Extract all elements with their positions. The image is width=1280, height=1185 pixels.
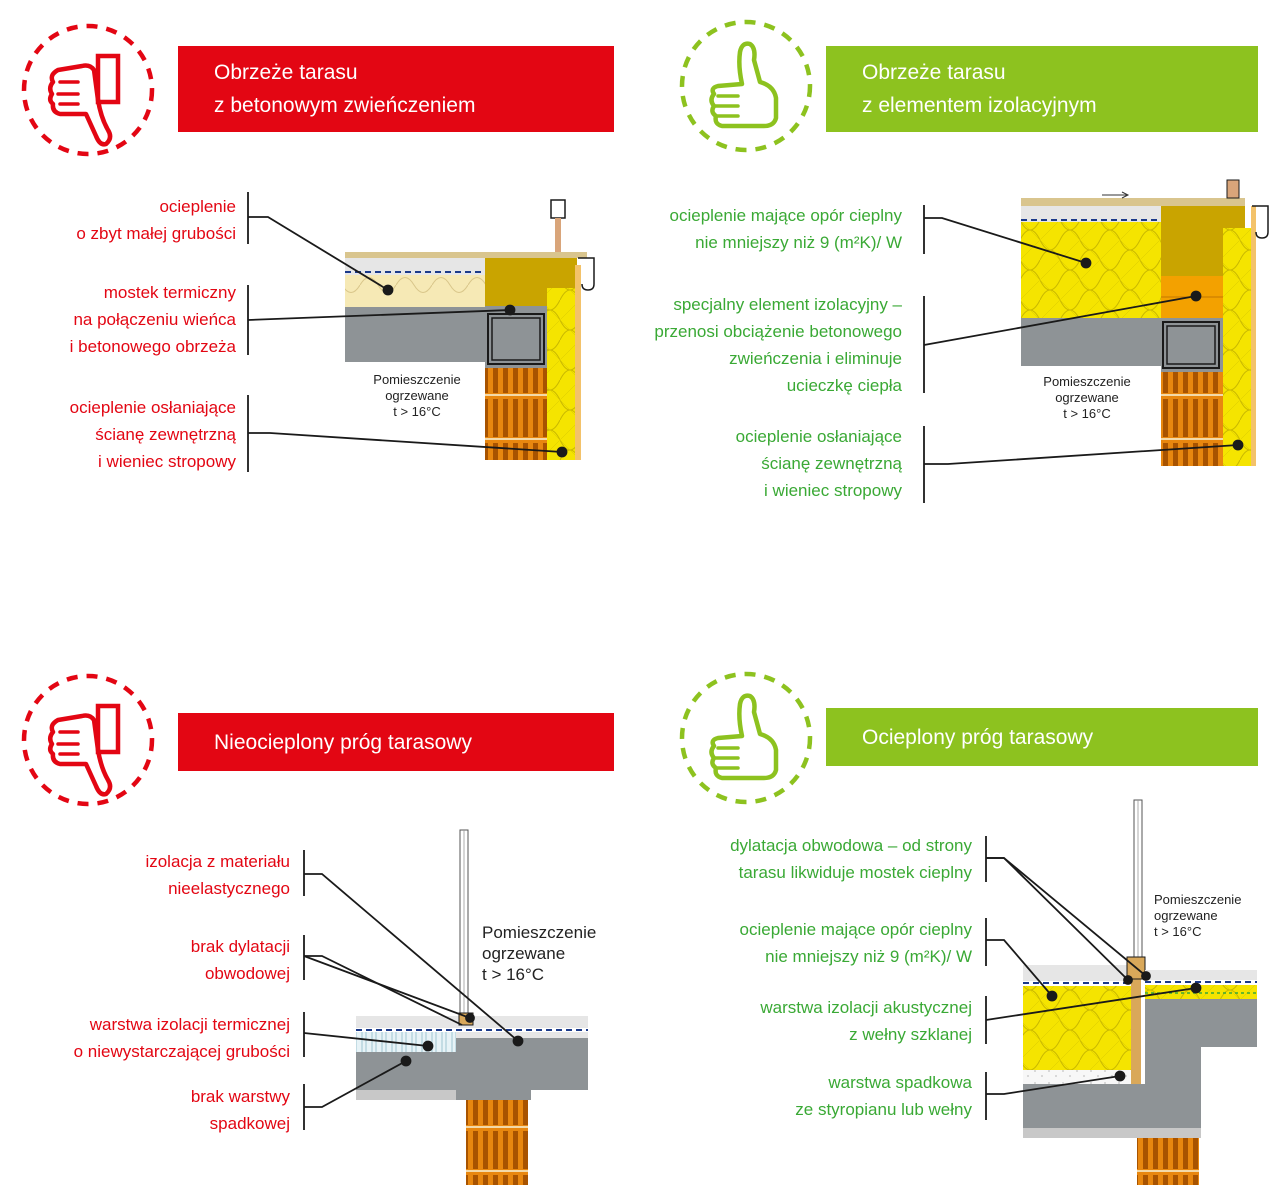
room-label: Pomieszczenie ogrzewane t > 16°C [482,922,596,985]
callout-line: nie mniejszy niż 9 (m²K)/ W [695,233,902,252]
callout-line: nieelastycznego [168,879,290,898]
callout-line: i wieniec stropowy [98,452,236,471]
room-label-line3: t > 16°C [482,965,545,984]
panel-title-banner: Ocieplony próg tarasowy [826,708,1258,766]
panel-title-line2: z elementem izolacyjnym [862,94,1097,117]
callout-insulation-too-thin: ocieplenie o zbyt małej grubości [76,193,236,247]
room-label-line2: ogrzewane [482,944,566,963]
callout-line: tarasu likwiduje mostek cieplny [738,863,972,882]
panel-concrete-edge-bad: Obrzeże tarasu z betonowym zwieńczeniem … [0,0,640,560]
room-label-line2: ogrzewane [1055,390,1119,405]
callout-line: spadkowej [209,1114,290,1133]
panel-title-line1: Nieocieplony próg tarasowy [214,730,472,754]
room-label-line2: ogrzewane [385,388,449,403]
callout-line: mostek termiczny [103,283,236,302]
leader-lines [303,850,524,1130]
callout-line: o niewystarczającej grubości [73,1042,290,1061]
panel-title-banner: Nieocieplony próg tarasowy [178,713,614,771]
room-label-line3: t > 16°C [1063,406,1111,421]
room-label-line1: Pomieszczenie [373,372,461,387]
callout-line: ścianę zewnętrzną [761,454,902,473]
callout-line: warstwa spadkowa [828,1073,972,1092]
callout-thermal-bridge: mostek termiczny na połączeniu wieńca i … [70,279,236,360]
room-label-line3: t > 16°C [393,404,441,419]
callout-line: ocieplenie mające opór cieplny [669,206,902,225]
callout-acoustic-wool-layer: warstwa izolacji akustycznej z wełny szk… [760,994,972,1048]
room-label-line1: Pomieszczenie [482,923,597,942]
callout-line: ucieczkę ciepła [786,376,902,395]
callout-perimeter-expansion: dylatacja obwodowa – od strony tarasu li… [730,832,972,886]
leader-lines [923,205,1244,503]
room-label: Pomieszczenie ogrzewane t > 16°C [362,372,472,420]
thumbs-up-icon [679,671,813,805]
callout-insulation-resistance: ocieplenie mające opór cieplny nie mniej… [740,916,972,970]
panel-title-banner: Obrzeże tarasu z elementem izolacyjnym [826,46,1258,132]
callout-insulation-resistance: ocieplenie mające opór cieplny nie mniej… [670,202,902,256]
callout-line: brak dylatacji [190,937,290,956]
panel-title-banner: Obrzeże tarasu z betonowym zwieńczeniem [178,46,614,132]
callout-line: i betonowego obrzeża [69,337,236,356]
callout-line: ocieplenie mające opór cieplny [739,920,972,939]
callout-insufficient-thermal-layer: warstwa izolacji termicznej o niewystarc… [74,1011,290,1065]
callout-line: warstwa izolacji termicznej [89,1015,290,1034]
thumbs-down-icon [21,23,155,157]
callout-line: i wieniec stropowy [764,481,902,500]
thumbs-down-icon [21,673,155,807]
panel-title-line1: Obrzeże tarasu [214,61,358,84]
callout-line: ze styropianu lub wełny [795,1100,972,1119]
leader-lines [247,192,568,472]
callout-line: specjalny element izolacyjny – [673,295,902,314]
callout-line: o zbyt małej grubości [76,224,236,243]
callout-inelastic-insulation: izolacja z materiału nieelastycznego [145,848,290,902]
leader-lines [985,836,1202,1120]
room-label-line1: Pomieszczenie [1154,892,1242,907]
room-label-line2: ogrzewane [1154,908,1218,923]
callout-line: obwodowej [204,964,290,983]
callout-line: ocieplenie [159,197,236,216]
section-drawing [1021,179,1269,466]
room-label: Pomieszczenie ogrzewane t > 16°C [1032,374,1142,422]
section-drawing [1023,799,1257,1185]
room-label-line3: t > 16°C [1154,924,1202,939]
panel-title-line2: z betonowym zwieńczeniem [214,94,476,117]
callout-line: brak warstwy [190,1087,290,1106]
callout-line: warstwa izolacji akustycznej [760,998,972,1017]
callout-wall-insulation: ocieplenie osłaniające ścianę zewnętrzną… [736,423,902,504]
panel-insulated-threshold-good: Ocieplony próg tarasowy Pomieszczenie og… [640,600,1280,1185]
callout-line: z wełny szklanej [849,1025,972,1044]
thumbs-up-icon [679,19,813,153]
callout-line: ścianę zewnętrzną [95,425,236,444]
callout-slope-layer: warstwa spadkowa ze styropianu lub wełny [795,1069,972,1123]
callout-line: przenosi obciążenie betonowego [654,322,902,341]
callout-line: dylatacja obwodowa – od strony [730,836,972,855]
panel-title-line1: Obrzeże tarasu [862,61,1006,84]
callout-line: ocieplenie osłaniające [735,427,902,446]
callout-line: nie mniejszy niż 9 (m²K)/ W [765,947,972,966]
panel-uninsulated-threshold-bad: Nieocieplony próg tarasowy Pomieszczenie… [0,600,640,1185]
callout-no-perimeter-expansion: brak dylatacji obwodowej [191,933,290,987]
callout-line: zwieńczenia i eliminuje [729,349,902,368]
section-drawing [345,199,595,460]
callout-line: ocieplenie osłaniające [69,398,236,417]
room-label-line1: Pomieszczenie [1043,374,1131,389]
room-label: Pomieszczenie ogrzewane t > 16°C [1154,892,1241,940]
panel-title-line1: Ocieplony próg tarasowy [862,725,1094,749]
callout-special-element: specjalny element izolacyjny – przenosi … [654,291,902,399]
callout-line: izolacja z materiału [145,852,290,871]
callout-no-slope-layer: brak warstwy spadkowej [191,1083,290,1137]
callout-wall-insulation: ocieplenie osłaniające ścianę zewnętrzną… [70,394,236,475]
callout-line: na połączeniu wieńca [73,310,236,329]
panel-insulated-element-good: Obrzeże tarasu z elementem izolacyjnym P… [640,0,1280,560]
